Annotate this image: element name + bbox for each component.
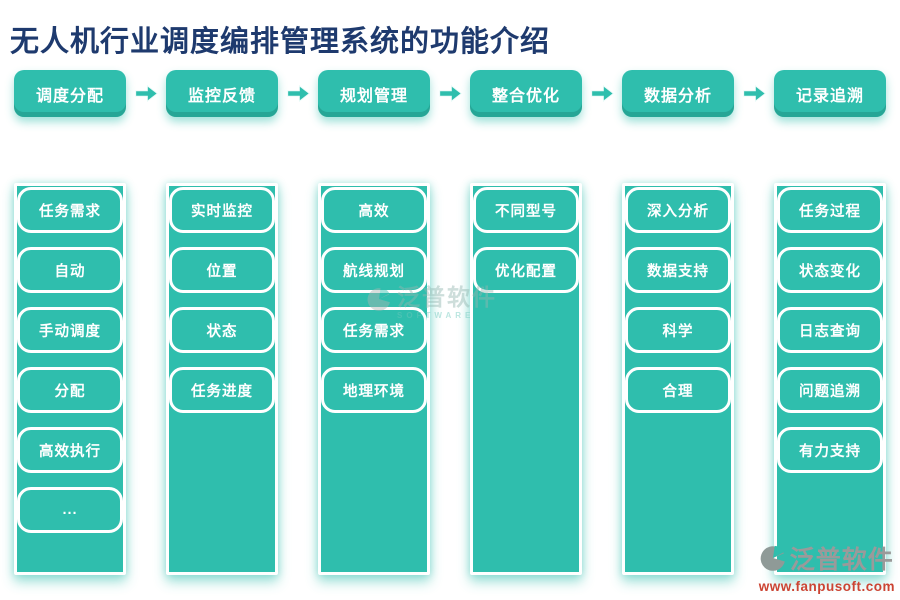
item[interactable]: 有力支持	[777, 427, 883, 473]
item[interactable]: 合理	[625, 367, 731, 413]
arrow-right-icon	[734, 82, 774, 105]
arrow-right-icon	[126, 82, 166, 105]
flow-step-5[interactable]: 数据分析	[622, 70, 734, 117]
column-3: 高效航线规划任务需求地理环境	[318, 183, 430, 575]
item[interactable]: 地理环境	[321, 367, 427, 413]
page-title: 无人机行业调度编排管理系统的功能介绍	[10, 26, 551, 58]
column-6: 任务过程状态变化日志查询问题追溯有力支持	[774, 183, 886, 575]
brand-url[interactable]: www.fanpusoft.com	[758, 579, 895, 594]
flow-row: 调度分配监控反馈规划管理整合优化数据分析记录追溯	[14, 70, 886, 117]
arrow-right-icon	[278, 82, 318, 105]
item[interactable]: 任务需求	[321, 307, 427, 353]
item[interactable]: 高效执行	[17, 427, 123, 473]
item[interactable]: 日志查询	[777, 307, 883, 353]
flow-step-6[interactable]: 记录追溯	[774, 70, 886, 117]
brand-badge: 泛普软件 www.fanpusoft.com	[759, 544, 895, 594]
item[interactable]: 分配	[17, 367, 123, 413]
item[interactable]: 自动	[17, 247, 123, 293]
fanpu-logo-icon	[759, 544, 787, 577]
flow-step-3[interactable]: 规划管理	[318, 70, 430, 117]
column-1: 任务需求自动手动调度分配高效执行...	[14, 183, 126, 575]
item[interactable]: 位置	[169, 247, 275, 293]
item[interactable]: 状态变化	[777, 247, 883, 293]
item[interactable]: 任务进度	[169, 367, 275, 413]
item[interactable]: 高效	[321, 187, 427, 233]
item[interactable]: 不同型号	[473, 187, 579, 233]
columns-row: 任务需求自动手动调度分配高效执行...实时监控位置状态任务进度高效航线规划任务需…	[14, 183, 886, 575]
arrow-right-icon	[430, 82, 470, 105]
column-5: 深入分析数据支持科学合理	[622, 183, 734, 575]
item[interactable]: 任务过程	[777, 187, 883, 233]
item[interactable]: 科学	[625, 307, 731, 353]
item[interactable]: 实时监控	[169, 187, 275, 233]
flow-step-4[interactable]: 整合优化	[470, 70, 582, 117]
item[interactable]: 任务需求	[17, 187, 123, 233]
column-2: 实时监控位置状态任务进度	[166, 183, 278, 575]
column-4: 不同型号优化配置	[470, 183, 582, 575]
item[interactable]: 状态	[169, 307, 275, 353]
item[interactable]: 航线规划	[321, 247, 427, 293]
item[interactable]: 数据支持	[625, 247, 731, 293]
item[interactable]: 问题追溯	[777, 367, 883, 413]
item[interactable]: ...	[17, 487, 123, 533]
arrow-right-icon	[582, 82, 622, 105]
item[interactable]: 深入分析	[625, 187, 731, 233]
flow-step-2[interactable]: 监控反馈	[166, 70, 278, 117]
brand-name: 泛普软件	[789, 547, 894, 574]
item[interactable]: 手动调度	[17, 307, 123, 353]
item[interactable]: 优化配置	[473, 247, 579, 293]
flow-step-1[interactable]: 调度分配	[14, 70, 126, 117]
